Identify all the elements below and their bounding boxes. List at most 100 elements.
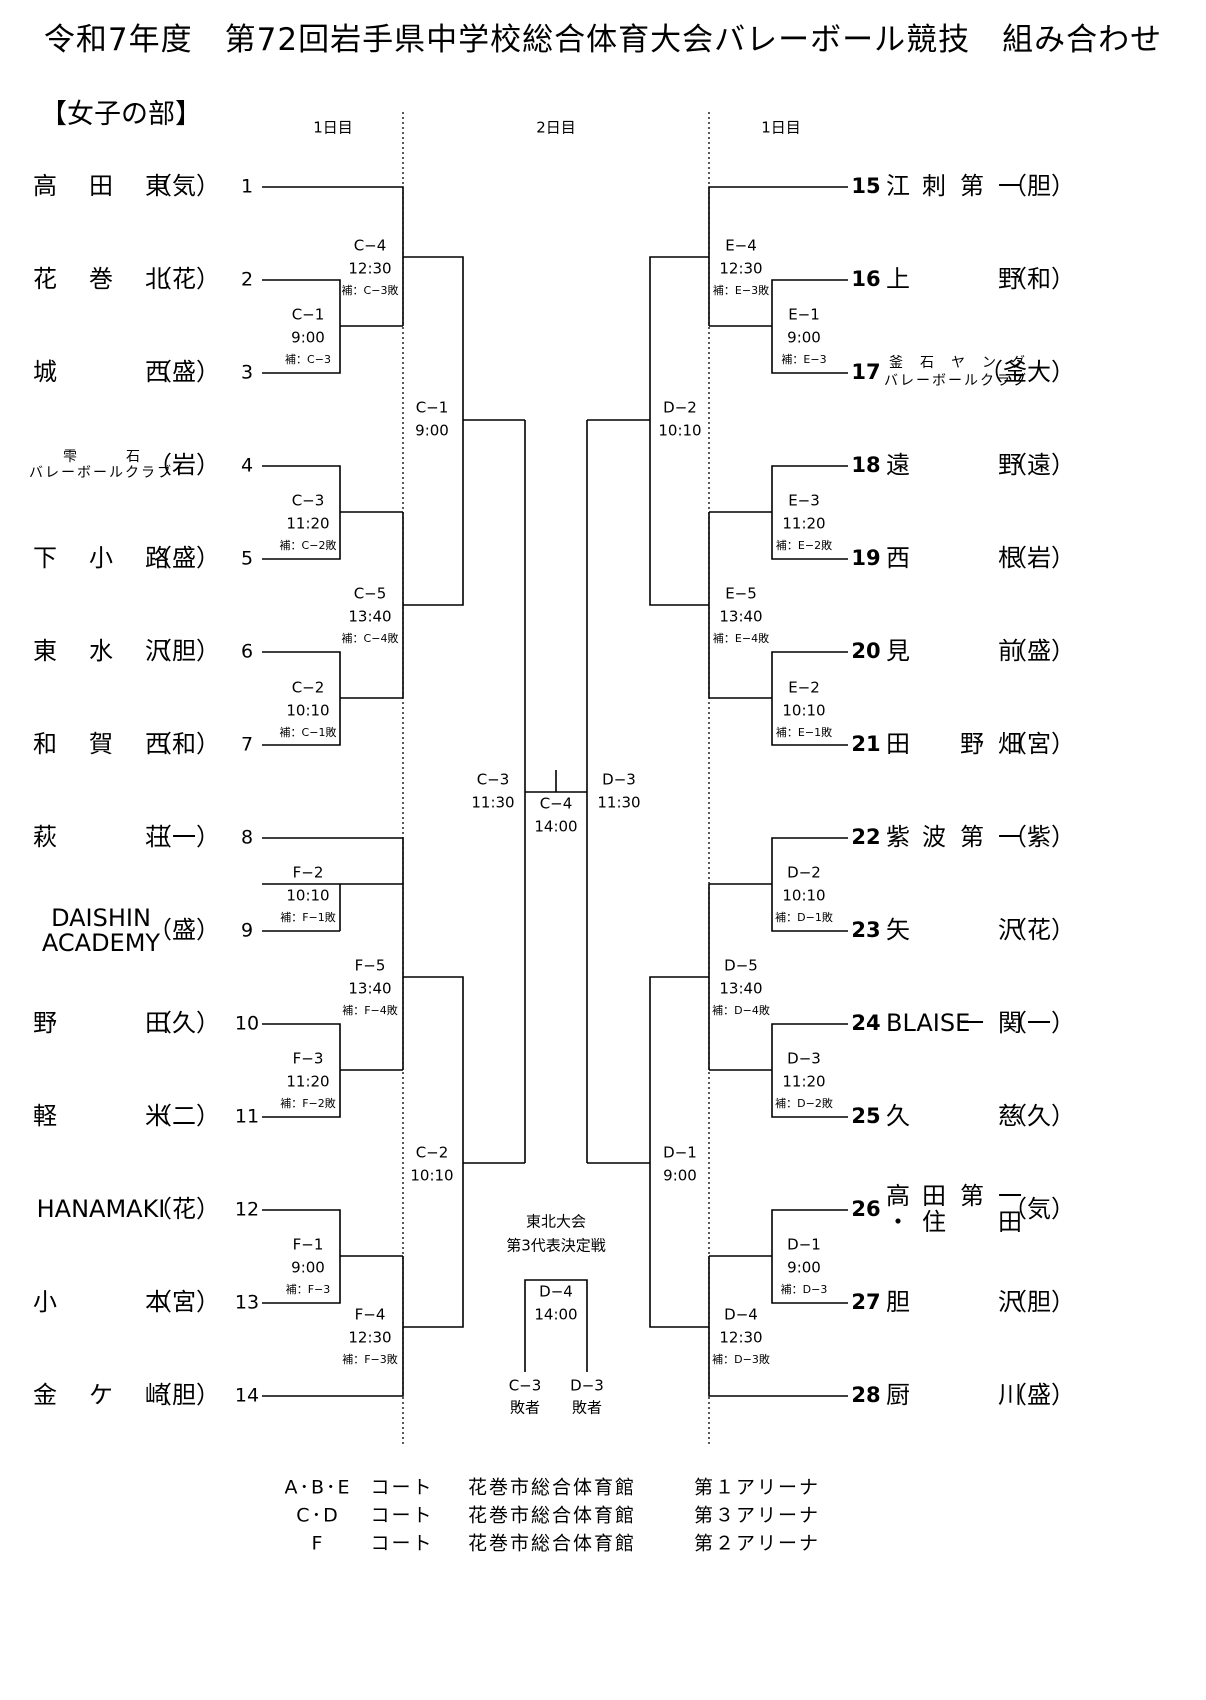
- match-f3-code: F−3: [293, 1050, 324, 1068]
- team-name-char: 西: [886, 544, 910, 572]
- team-name-char: 西: [145, 358, 169, 386]
- team-number: 25: [851, 1104, 880, 1128]
- team-name-char: 東: [145, 172, 169, 200]
- team-name-char: 関: [998, 1009, 1022, 1037]
- team-name-char: 高: [886, 1182, 910, 1210]
- team-name-char: 釜: [889, 355, 903, 371]
- team-name-char: 萩: [33, 823, 57, 851]
- team-number: 10: [235, 1013, 259, 1035]
- team-name-char: 慈: [998, 1102, 1022, 1130]
- match-d5-time: 13:40: [719, 980, 762, 998]
- footer-kind: コート: [370, 1533, 433, 1555]
- team-name-char: 路: [145, 544, 169, 572]
- match-f3-note: 補：F−2敗: [280, 1096, 336, 1110]
- team-prefecture: （久）: [148, 1009, 220, 1037]
- team-name-char: 高: [33, 172, 57, 200]
- match-e2-code: E−2: [788, 679, 820, 697]
- team-name-char: 野: [960, 730, 984, 758]
- team-name-char: 胆: [886, 1288, 910, 1316]
- match-third-code: D−4: [539, 1283, 573, 1301]
- match-d3-time: 11:20: [782, 1073, 825, 1091]
- team-name-char: 田: [89, 172, 113, 200]
- match-c2-note: 補：C−1敗: [280, 725, 337, 739]
- match-semi-d3-code: D−3: [602, 771, 636, 789]
- match-d2-time: 10:10: [782, 887, 825, 905]
- match-third-right-note: 敗者: [572, 1399, 602, 1417]
- match-f1-code: F−1: [293, 1236, 324, 1254]
- team-name-char: ン: [982, 355, 996, 371]
- match-f2-note: 補：F−1敗: [280, 910, 336, 924]
- team-name-char: 一: [998, 1182, 1022, 1210]
- match-c4-note: 補：C−3敗: [342, 283, 399, 297]
- team-prefecture: （一）: [148, 823, 220, 851]
- team-name-char: 野: [33, 1009, 57, 1037]
- footer-arena: 第３アリーナ: [694, 1505, 820, 1527]
- match-final-time: 14:00: [534, 818, 577, 836]
- match-e5-code: E−5: [725, 585, 757, 603]
- team-prefecture: （遠）: [1003, 451, 1075, 479]
- team-name-char: 賀: [89, 730, 113, 758]
- team-prefecture: （気）: [148, 172, 220, 200]
- match-e3-code: E−3: [788, 492, 820, 510]
- team-prefecture: （岩）: [148, 451, 220, 479]
- team-name-char: 一: [960, 1009, 984, 1037]
- footer-courts: A･B･E: [284, 1477, 351, 1499]
- team-prefecture: （和）: [148, 730, 220, 758]
- team-name-char: 巻: [89, 265, 113, 293]
- team-name-char: 久: [886, 1102, 910, 1130]
- match-c4-code: C−4: [354, 237, 387, 255]
- day-label-left: 1日目: [313, 119, 353, 137]
- team-name-char: 花: [33, 265, 57, 293]
- footer-arena: 第１アリーナ: [694, 1477, 820, 1499]
- match-c4-time: 12:30: [348, 260, 391, 278]
- match-c1-note: 補：C−3: [285, 353, 331, 366]
- team-name-char: 遠: [886, 451, 910, 479]
- team-name-char: 城: [33, 358, 57, 386]
- page-title: 令和7年度 第72回岩手県中学校総合体育大会バレーボール競技 組み合わせ: [43, 22, 1163, 58]
- match-day2-d2-time: 10:10: [658, 422, 701, 440]
- team-name-char: 第: [960, 1182, 984, 1210]
- match-d4-line: [708, 1256, 848, 1397]
- match-f5-time: 13:40: [348, 980, 391, 998]
- match-f2-line: [262, 837, 404, 885]
- team-name-char: 刺: [922, 172, 946, 200]
- team-name-char: 第: [960, 823, 984, 851]
- team-number: 22: [851, 825, 880, 849]
- match-d1-time: 9:00: [787, 1259, 821, 1277]
- match-day2-c1-code: C−1: [416, 399, 449, 417]
- team-name-char: 一: [998, 823, 1022, 851]
- team-name: HANAMAKI: [37, 1195, 166, 1223]
- footer-kind: コート: [370, 1477, 433, 1499]
- match-day2-c2-line: [403, 976, 464, 1328]
- match-e1-note: 補：E−3: [781, 353, 826, 366]
- team-number: 17: [851, 360, 880, 384]
- match-f3-time: 11:20: [286, 1073, 329, 1091]
- team-prefecture: （胆）: [148, 637, 220, 665]
- match-day2-d1-time: 9:00: [663, 1167, 697, 1185]
- team-name-char: 畑: [998, 730, 1022, 758]
- match-semi-c3-code: C−3: [477, 771, 510, 789]
- match-e2-note: 補：E−1敗: [776, 725, 832, 739]
- team-name-char: 田: [886, 730, 910, 758]
- team-name-char: 前: [998, 637, 1022, 665]
- team-name-char: 米: [145, 1102, 169, 1130]
- match-e3-time: 11:20: [782, 515, 825, 533]
- team-number: 21: [851, 732, 880, 756]
- match-day2-d1-line: [649, 976, 709, 1328]
- match-third-left-code: C−3: [509, 1377, 542, 1395]
- team-prefecture: （釜大）: [979, 358, 1075, 386]
- team-name-char: 雫: [63, 449, 77, 465]
- team-name: ACADEMY: [42, 929, 161, 957]
- team-name-char: 見: [886, 637, 910, 665]
- match-f4-line: [262, 1256, 404, 1397]
- team-name-char: ケ: [89, 1381, 113, 1409]
- team-name-char: 小: [33, 1288, 57, 1316]
- team-number: 8: [241, 827, 253, 849]
- team-prefecture: （花）: [148, 265, 220, 293]
- team-name-char: 石: [126, 449, 140, 465]
- team-name-char: 厨: [886, 1381, 910, 1409]
- match-d5-code: D−5: [724, 957, 758, 975]
- match-c3-code: C−3: [292, 492, 325, 510]
- team-name-sub: バレーボールクラブ: [29, 464, 173, 481]
- team-number: 20: [851, 639, 880, 663]
